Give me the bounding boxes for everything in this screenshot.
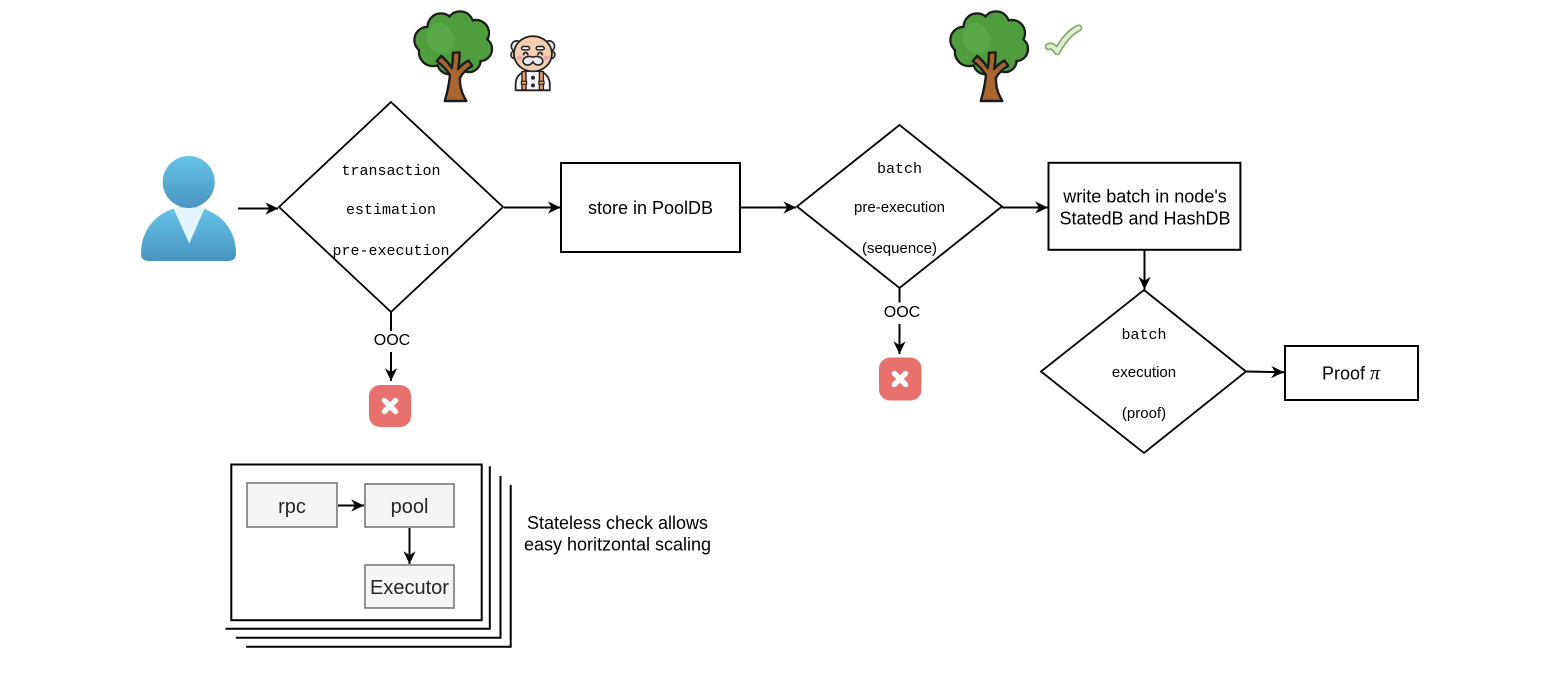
svg-text:batch: batch [1121,327,1166,344]
svg-text:Stateless check allows: Stateless check allows [527,513,708,533]
svg-text:StatedB and HashDB: StatedB and HashDB [1059,209,1230,229]
svg-text:OOC: OOC [374,332,410,349]
svg-text:execution: execution [1112,364,1176,381]
svg-text:easy horitzontal scaling: easy horitzontal scaling [524,535,711,555]
svg-text:pool: pool [391,496,429,518]
svg-text:(proof): (proof) [1122,405,1166,422]
svg-text:pre-execution: pre-execution [854,199,945,216]
svg-text:write batch in node's: write batch in node's [1062,187,1227,207]
svg-text:OOC: OOC [884,304,920,321]
svg-text:transaction: transaction [341,163,440,180]
svg-text:(sequence): (sequence) [862,240,937,257]
svg-text:store in PoolDB: store in PoolDB [588,198,713,218]
svg-text:batch: batch [877,161,922,178]
svg-text:Proof π: Proof π [1322,363,1381,385]
svg-text:estimation: estimation [346,202,436,219]
svg-text:Executor: Executor [370,577,449,599]
svg-text:rpc: rpc [278,496,306,518]
svg-text:pre-execution: pre-execution [332,243,449,260]
